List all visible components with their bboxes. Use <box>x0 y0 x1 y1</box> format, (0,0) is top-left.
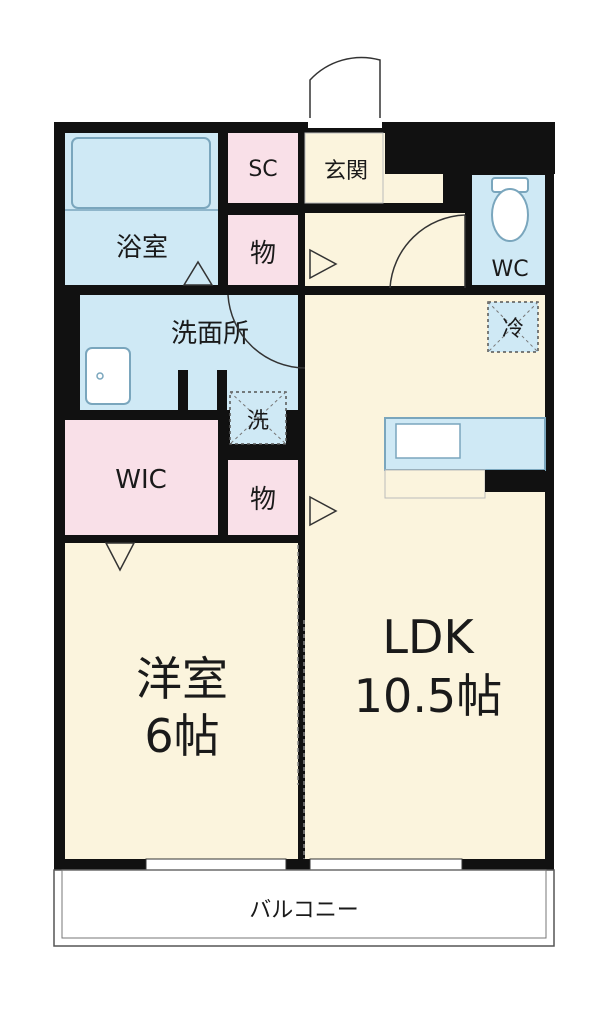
toilet-bowl-icon <box>491 188 529 242</box>
hall-door-swing <box>389 214 466 289</box>
wc-label: WC <box>491 257 528 282</box>
bathroom-label: 浴室 <box>116 233 168 263</box>
storage-mid-label: 物 <box>250 485 276 515</box>
wic-label: WIC <box>115 465 167 495</box>
shoe-closet-label: SC <box>248 157 277 182</box>
entrance-opening <box>308 118 382 128</box>
ldk-size: 10.5帖 <box>354 669 502 723</box>
ldk-name: LDK <box>382 610 475 664</box>
fridge-area <box>487 301 539 353</box>
washbasin-drain-icon <box>96 372 104 380</box>
western-room-name: 洋室 <box>136 652 228 706</box>
washer-label: 洗 <box>247 409 269 434</box>
kitchen-sink-icon <box>395 423 461 459</box>
kitchen-bar <box>384 469 486 499</box>
balcony-label: バルコニー <box>249 898 359 923</box>
western-room-door-icon <box>104 542 136 572</box>
entrance-step <box>304 132 384 204</box>
storage-mid-door-icon <box>309 495 338 527</box>
storage-top-door-icon <box>309 248 338 280</box>
entrance-right-wall <box>385 122 555 174</box>
washer-cross-2 <box>229 391 287 445</box>
hallway-area <box>305 213 465 286</box>
bathtub-icon <box>71 137 211 209</box>
entrance-label: 玄関 <box>324 159 368 184</box>
western-room-size: 6帖 <box>144 709 219 763</box>
storage-mid-area <box>228 460 298 535</box>
bathroom-door-icon <box>182 260 214 286</box>
entrance-door-swing <box>309 56 381 122</box>
washroom-label: 洗面所 <box>171 319 249 349</box>
shoe-closet-area <box>228 133 298 203</box>
western-room-window <box>145 858 287 871</box>
ldk-window <box>309 858 463 871</box>
fridge-label: 冷 <box>502 317 524 342</box>
kitchen-wall-block <box>485 470 545 492</box>
washroom-door-swing <box>227 294 306 369</box>
storage-top-area <box>228 215 298 285</box>
ldk-area <box>305 295 545 859</box>
balcony-area <box>53 869 555 947</box>
washroom-stub-wall-1 <box>178 370 188 410</box>
washroom-stub-wall-2 <box>217 370 227 410</box>
western-room-area <box>65 543 298 859</box>
balcony-inner-line <box>61 869 547 939</box>
wic-area <box>65 420 218 535</box>
washbasin-icon <box>85 347 131 405</box>
storage-top-label: 物 <box>250 239 276 269</box>
